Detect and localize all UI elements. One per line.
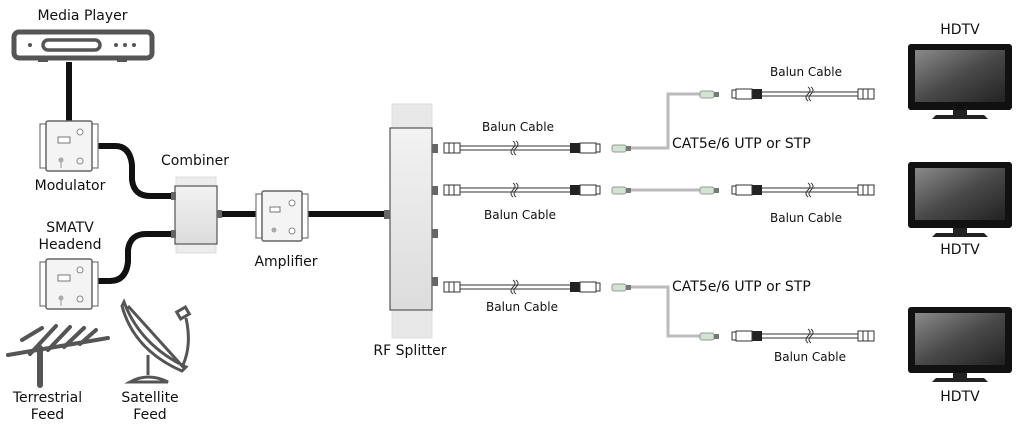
terrestrial-label-1: Terrestrial	[12, 390, 83, 406]
coax-cables	[66, 62, 388, 284]
rj45-jack-icon	[611, 144, 627, 153]
f-connector-icon	[443, 281, 461, 293]
rj45-jack-icon	[699, 332, 715, 341]
terrestrial-antenna-icon	[6, 324, 110, 388]
cable-runs	[443, 86, 875, 344]
cable-headend-combiner	[98, 231, 174, 284]
f-connector-icon	[443, 184, 461, 196]
hdtv-3-label: HDTV	[940, 389, 980, 405]
satellite-label-1: Satellite	[121, 390, 179, 406]
cat-cable	[631, 285, 700, 338]
rj45-plug-icon	[579, 142, 597, 154]
rj45-plug-icon	[579, 184, 597, 196]
hdtv-icon	[908, 162, 1012, 237]
hdtv-1-label: HDTV	[940, 22, 980, 38]
cat-cable-label: CAT5e/6 UTP or STP	[672, 136, 811, 152]
hdtv-icon	[908, 44, 1012, 119]
f-connector-icon	[443, 142, 461, 154]
f-connector-icon	[857, 88, 875, 100]
f-connector-icon	[857, 330, 875, 342]
combiner-label: Combiner	[161, 153, 229, 169]
rj45-jack-icon	[611, 283, 627, 292]
smatv-label-1: SMATV	[46, 220, 94, 236]
modulator-label: Modulator	[34, 178, 106, 194]
rj45-jack-icon	[699, 90, 715, 99]
balun-cable-label: Balun Cable	[773, 350, 846, 364]
satellite-dish-icon	[120, 298, 192, 384]
rj45-jack-icon	[611, 186, 627, 195]
hdtv-icon	[908, 307, 1012, 382]
tvs	[908, 44, 1012, 382]
balun-cable	[731, 182, 875, 198]
balun-cable	[443, 182, 601, 198]
hdtv-2-label: HDTV	[940, 242, 980, 258]
media-player-icon	[11, 29, 155, 62]
satellite-label-2: Feed	[133, 407, 167, 423]
balun-cable	[443, 140, 601, 156]
balun-cable	[731, 86, 875, 102]
amplifier-icon	[255, 190, 309, 242]
smatv-headend-icon	[39, 258, 99, 310]
cable-modulator-combiner	[98, 143, 174, 199]
balun-cable	[443, 279, 601, 295]
balun-cable-label: Balun Cable	[483, 208, 556, 222]
balun-cable-label: Balun Cable	[481, 120, 554, 134]
balun-cable-label: Balun Cable	[769, 211, 842, 225]
f-connector-icon	[857, 184, 875, 196]
combiner-icon	[171, 176, 222, 254]
rf-splitter-icon	[384, 103, 438, 339]
rj45-plug-icon	[735, 184, 753, 196]
media-player-label: Media Player	[37, 8, 128, 24]
modulator-icon	[39, 120, 99, 172]
cat-cable-label: CAT5e/6 UTP or STP	[672, 279, 811, 295]
amplifier-label: Amplifier	[254, 254, 318, 270]
rf-splitter-label: RF Splitter	[373, 343, 447, 359]
rj45-jack-icon	[699, 186, 715, 195]
balun-cable	[731, 328, 875, 344]
balun-cable-label: Balun Cable	[769, 65, 842, 79]
balun-cable-label: Balun Cable	[485, 300, 558, 314]
terrestrial-label-2: Feed	[30, 407, 65, 423]
smatv-label-2: Headend	[38, 237, 102, 253]
cat-cable	[631, 92, 700, 150]
rj45-plug-icon	[579, 281, 597, 293]
rj45-plug-icon	[735, 88, 753, 100]
rj45-plug-icon	[735, 330, 753, 342]
